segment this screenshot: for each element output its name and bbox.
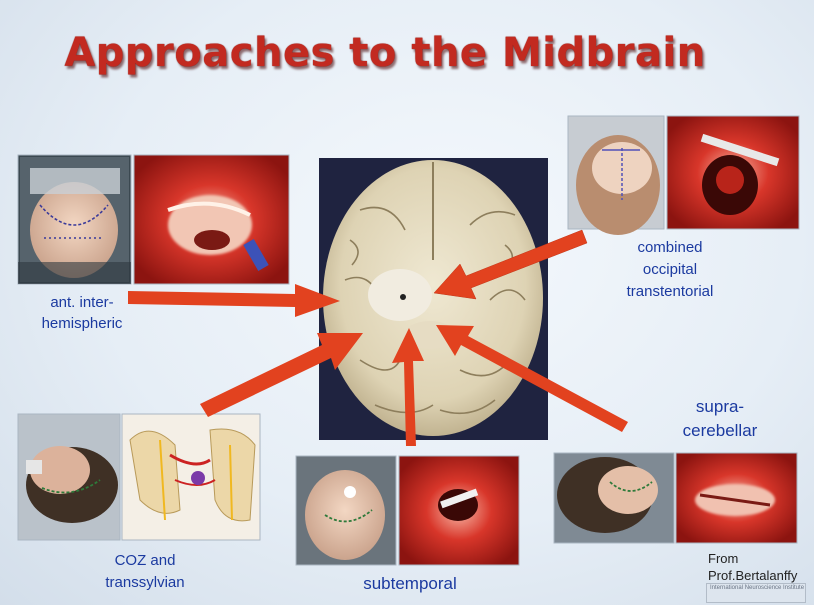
institute-logo-text: International Neuroscience Institute <box>710 585 805 591</box>
arrow-anterior-interhemispheric <box>128 284 340 317</box>
label-supra: supra- <box>695 397 745 416</box>
photo-subtemporal-surgical <box>398 455 520 566</box>
label-coz: COZ and <box>114 552 176 569</box>
label-cerebellar: cerebellar <box>682 421 758 440</box>
illustration-coz-transsylvian <box>121 413 261 541</box>
slide-title: Approaches to the Midbrain <box>64 30 706 76</box>
approach-arrows <box>128 229 628 446</box>
photo-subtemporal-patient <box>295 455 397 566</box>
photo-occipital-surgical <box>666 115 800 230</box>
arrow-subtemporal <box>392 328 424 446</box>
label-transtentorial: transtentorial <box>626 283 714 300</box>
credit-author: Prof.Bertalanffy <box>708 568 798 583</box>
label-transsylvian: transsylvian <box>105 574 185 591</box>
photo-supracerebellar-patient <box>553 452 675 544</box>
photo-anterior-surgical <box>133 154 290 285</box>
photo-anterior-patient <box>17 154 132 285</box>
arrow-coz-transsylvian <box>200 333 363 417</box>
label-ant-inter: ant. inter- <box>50 294 114 311</box>
institute-logo: International Neuroscience Institute <box>706 583 806 603</box>
arrow-combined-occipital <box>433 229 588 300</box>
label-occipital: occipital <box>642 261 698 278</box>
photo-supracerebellar-surgical <box>675 452 798 544</box>
label-combined: combined <box>637 239 703 256</box>
label-subtemporal: subtemporal <box>363 574 457 593</box>
label-hemispheric: hemispheric <box>41 315 123 332</box>
photo-occipital-patient <box>567 115 665 235</box>
photo-coz-patient <box>17 413 121 541</box>
brain-specimen-image <box>319 158 548 440</box>
arrow-supracerebellar <box>436 325 628 432</box>
credit-from: From <box>708 551 739 566</box>
